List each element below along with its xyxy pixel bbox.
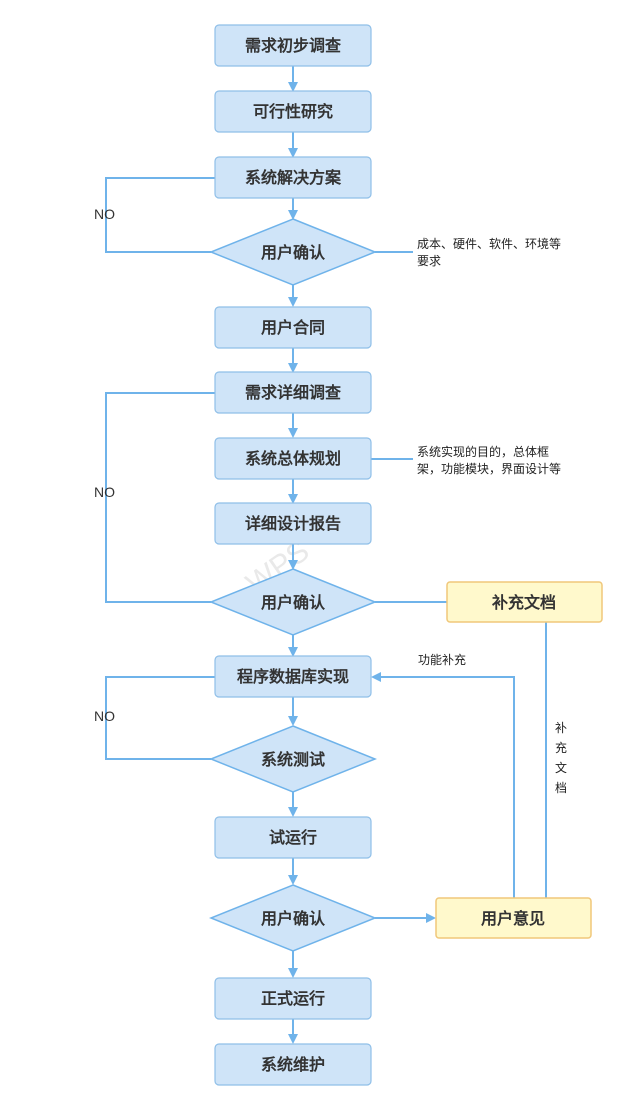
decision-d3-label: 系统测试: [261, 750, 325, 769]
node-n2: 可行性研究: [214, 90, 372, 133]
note1-line1: 成本、硬件、软件、环境等: [417, 236, 561, 251]
decision-d4: 用户确认: [208, 884, 378, 952]
node-n11: 系统维护: [214, 1043, 372, 1086]
node-n6-label: 系统总体规划: [245, 449, 341, 468]
user-feedback-label: 用户意见: [481, 909, 545, 928]
node-n6: 系统总体规划: [214, 437, 372, 480]
decision-d3: 系统测试: [208, 725, 378, 793]
node-n5: 需求详细调查: [214, 371, 372, 414]
decision-d2-label: 用户确认: [261, 593, 326, 612]
note2-line1: 系统实现的目的，总体框: [417, 444, 549, 459]
note2-line2: 架，功能模块，界面设计等: [417, 462, 561, 476]
note1-line2: 要求: [417, 254, 441, 268]
no-label-2: NO: [94, 484, 115, 500]
supplement-docs-label: 补充文档: [491, 593, 556, 612]
node-n9: 试运行: [214, 816, 372, 859]
node-n5-label: 需求详细调查: [245, 383, 341, 402]
user-feedback-box: 用户意见: [435, 897, 592, 939]
no-label-1: NO: [94, 206, 115, 222]
node-n11-label: 系统维护: [261, 1055, 325, 1074]
node-n4: 用户合同: [214, 306, 372, 349]
no-label-3: NO: [94, 708, 115, 724]
node-n1: 需求初步调查: [214, 24, 372, 67]
no-loop-3: [105, 676, 215, 760]
node-n3: 系统解决方案: [214, 156, 372, 199]
decision-d2: 用户确认: [208, 568, 378, 636]
supplement-docs-box: 补充文档: [446, 581, 603, 623]
node-n8: 程序数据库实现: [214, 655, 372, 698]
decision-d1: 用户确认: [208, 218, 378, 286]
decision-d1-label: 用户确认: [261, 243, 326, 262]
func-supplement-label: 功能补充: [418, 652, 466, 667]
node-n10-label: 正式运行: [261, 989, 325, 1008]
supp-vertical-3: 文: [555, 760, 567, 775]
supp-vertical-4: 档: [555, 781, 567, 795]
node-n9-label: 试运行: [269, 828, 317, 847]
node-n3-label: 系统解决方案: [245, 168, 342, 187]
node-n10: 正式运行: [214, 977, 372, 1020]
node-n8-label: 程序数据库实现: [237, 667, 349, 686]
supp-vertical-2: 充: [555, 740, 567, 755]
node-n2-label: 可行性研究: [253, 102, 333, 121]
no-loop-1: [105, 177, 215, 253]
node-n7-label: 详细设计报告: [245, 514, 341, 533]
supp-vertical-1: 补: [555, 721, 567, 735]
node-n7: 详细设计报告: [214, 502, 372, 545]
no-loop-2: [105, 392, 215, 603]
node-n1-label: 需求初步调查: [245, 36, 341, 55]
node-n4-label: 用户合同: [261, 318, 325, 337]
feedback-line: [371, 672, 515, 898]
decision-d4-label: 用户确认: [261, 909, 326, 928]
